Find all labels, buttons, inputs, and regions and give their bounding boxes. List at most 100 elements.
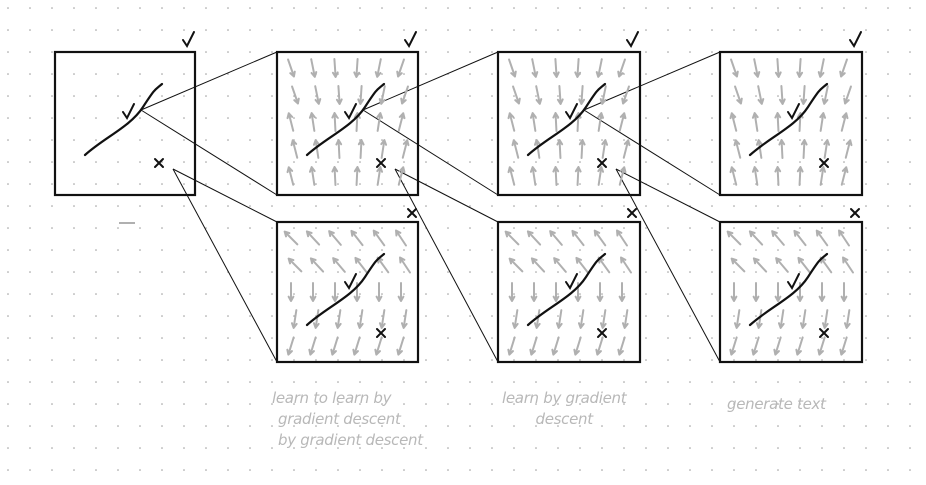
grid-dot <box>601 315 603 317</box>
grid-dot <box>667 403 669 405</box>
grid-dot <box>161 315 163 317</box>
gradient-arrow <box>556 85 564 105</box>
grid-dot <box>271 51 273 53</box>
gradient-arrow <box>332 257 346 273</box>
grid-dot <box>799 403 801 405</box>
grid-dot <box>601 29 603 31</box>
gradient-arrow <box>287 58 296 78</box>
grid-dot <box>139 95 141 97</box>
grid-dot <box>909 95 911 97</box>
grid-dot <box>51 403 53 405</box>
grid-dot <box>7 73 9 75</box>
grid-dot <box>249 293 251 295</box>
gradient-arrow <box>305 230 321 246</box>
grid-dot <box>843 403 845 405</box>
grid-dot <box>887 117 889 119</box>
gradient-arrow <box>286 336 295 356</box>
grid-dot <box>733 139 735 141</box>
grid-dot <box>315 183 317 185</box>
grid-dot <box>535 271 537 273</box>
grid-dot <box>711 337 713 339</box>
grid-dot <box>337 183 339 185</box>
grid-dot <box>95 7 97 9</box>
grid-dot <box>381 425 383 427</box>
grid-dot <box>689 183 691 185</box>
grid-dot <box>117 271 119 273</box>
grid-dot <box>755 469 757 471</box>
grid-dot <box>7 161 9 163</box>
label-line: descent <box>535 410 593 428</box>
grid-dot <box>117 205 119 207</box>
grid-dot <box>227 117 229 119</box>
grid-dot <box>491 271 493 273</box>
grid-dot <box>271 469 273 471</box>
grid-dot <box>161 205 163 207</box>
grid-dot <box>843 315 845 317</box>
grid-dot <box>117 73 119 75</box>
gradient-arrow <box>730 257 746 273</box>
gradient-arrow <box>620 256 632 274</box>
grid-dot <box>535 227 537 229</box>
grid-dot <box>579 161 581 163</box>
grid-dot <box>51 139 53 141</box>
connector-line <box>140 109 278 196</box>
grid-dot <box>843 183 845 185</box>
grid-dot <box>161 381 163 383</box>
grid-dot <box>29 469 31 471</box>
grid-dot <box>469 293 471 295</box>
grid-dot <box>733 29 735 31</box>
grid-dot <box>733 337 735 339</box>
gradient-arrow <box>310 58 318 78</box>
gradient-arrow <box>526 230 542 246</box>
grid-dot <box>205 249 207 251</box>
gradient-arrow <box>330 336 339 356</box>
grid-dot <box>7 293 9 295</box>
grid-dot <box>579 425 581 427</box>
grid-dot <box>183 447 185 449</box>
failure-cross-icon <box>850 208 860 218</box>
grid-dot <box>337 249 339 251</box>
gradient-arrow <box>752 282 760 302</box>
grid-dot <box>711 293 713 295</box>
grid-dot <box>425 7 427 9</box>
grid-dot <box>865 29 867 31</box>
grid-dot <box>205 183 207 185</box>
check-icon <box>787 103 800 120</box>
grid-dot <box>645 249 647 251</box>
grid-dot <box>491 7 493 9</box>
grid-dot <box>139 249 141 251</box>
gradient-arrow <box>530 282 538 302</box>
grid-dot <box>777 95 779 97</box>
grid-dot <box>887 359 889 361</box>
grid-dot <box>733 381 735 383</box>
grid-dot <box>887 7 889 9</box>
grid-dot <box>755 227 757 229</box>
grid-dot <box>183 315 185 317</box>
grid-dot <box>535 29 537 31</box>
grid-dot <box>865 117 867 119</box>
connector-line <box>394 168 499 363</box>
gradient-arrow <box>730 282 738 302</box>
gradient-arrow <box>729 112 738 132</box>
cross-icon <box>376 158 386 168</box>
grid-dot <box>777 403 779 405</box>
gradient-arrow <box>840 166 849 186</box>
grid-dot <box>403 205 405 207</box>
grid-dot <box>161 403 163 405</box>
grid-dot <box>469 271 471 273</box>
grid-dot <box>821 315 823 317</box>
grid-dot <box>799 337 801 339</box>
grid-dot <box>7 51 9 53</box>
grid-dot <box>139 359 141 361</box>
grid-dot <box>645 425 647 427</box>
grid-dot <box>689 161 691 163</box>
grid-dot <box>601 447 603 449</box>
grid-dot <box>337 29 339 31</box>
grid-dot <box>843 249 845 251</box>
grid-dot <box>51 425 53 427</box>
grid-dot <box>579 403 581 405</box>
grid-dot <box>271 337 273 339</box>
gradient-arrow <box>774 58 782 78</box>
grid-dot <box>359 161 361 163</box>
grid-dot <box>711 51 713 53</box>
